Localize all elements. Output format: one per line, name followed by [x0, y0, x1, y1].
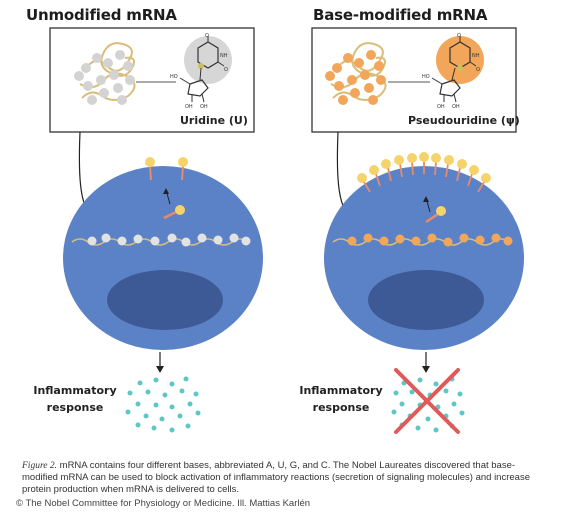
- pseudouridine-label: Pseudouridine (ψ): [408, 114, 520, 127]
- left-nucleus: [107, 270, 223, 330]
- right-tangled-mrna: [325, 42, 387, 105]
- uridine-molecule: O NH O HO OH OH: [170, 33, 232, 110]
- pseudouridine-molecule: O NH O HO OH OH: [422, 33, 484, 110]
- right-panel: O NH O HO OH OH: [311, 27, 524, 434]
- uridine-oh-1: OH: [185, 104, 193, 110]
- left-panel: O NH O HO OH OH: [49, 27, 263, 433]
- uridine-o-top: O: [205, 33, 209, 39]
- right-nucleus: [368, 270, 484, 330]
- right-mrna-bases: [347, 233, 513, 247]
- pseudo-nh: NH: [472, 53, 480, 59]
- pseudo-o-side: O: [476, 67, 480, 73]
- caption-text: mRNA contains four different bases, abbr…: [22, 460, 530, 495]
- left-title: Unmodified mRNA: [26, 6, 177, 24]
- right-down-arrowhead: [422, 366, 430, 373]
- uridine-nh: NH: [220, 53, 228, 59]
- right-receptors: [357, 152, 491, 224]
- right-response-line1: Inflammatory: [299, 384, 383, 397]
- pseudo-ho: HO: [422, 74, 430, 80]
- pseudo-oh-1: OH: [437, 104, 445, 110]
- right-title: Base-modified mRNA: [313, 6, 488, 24]
- pseudo-oh-2: OH: [452, 104, 460, 110]
- uridine-oh-2: OH: [200, 104, 208, 110]
- left-down-arrowhead: [156, 366, 164, 373]
- credit-line: © The Nobel Committee for Physiology or …: [16, 498, 311, 509]
- left-receptors: [145, 157, 188, 220]
- right-info-box: [311, 27, 517, 133]
- uridine-o-side: O: [224, 67, 228, 73]
- right-response-label: Inflammatory response: [296, 382, 386, 416]
- left-response-label: Inflammatory response: [30, 382, 120, 416]
- left-response-line1: Inflammatory: [33, 384, 117, 397]
- pseudo-o-top: O: [457, 33, 461, 39]
- left-response-line2: response: [46, 401, 104, 414]
- left-signal-dots: [125, 376, 201, 433]
- right-response-line2: response: [312, 401, 370, 414]
- uridine-ho: HO: [170, 74, 178, 80]
- left-tangled-mrna: [74, 42, 136, 105]
- figure-caption: Figure 2. mRNA contains four different b…: [22, 460, 547, 496]
- left-mrna-bases: [87, 233, 251, 247]
- figure-label: Figure 2.: [22, 461, 58, 471]
- uridine-label: Uridine (U): [180, 114, 248, 127]
- block-cross: [394, 368, 460, 434]
